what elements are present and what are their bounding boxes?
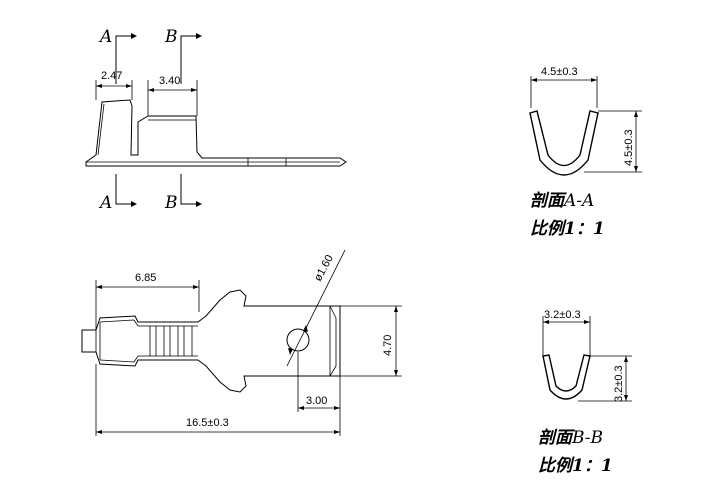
dim-leader-diameter xyxy=(286,249,346,367)
side-view: A B 2.47 3.40 A B xyxy=(85,27,347,213)
dim-16-5: 16.5±0.3 xyxy=(186,417,229,429)
dim-diameter: ø1.60 xyxy=(312,253,336,283)
section-aa: 4.5±0.3 4.5±0.3 剖面A-A 比例1：1 xyxy=(529,66,642,239)
dim-6-85: 6.85 xyxy=(135,272,156,284)
crimp-serrations xyxy=(149,326,193,356)
cut-line-a-top xyxy=(115,35,131,84)
section-bb: 3.2±0.3 3.2±0.3 剖面B-B 比例1：1 xyxy=(538,309,632,476)
section-marker-b-top: B xyxy=(164,27,178,47)
section-marker-a-bottom: A xyxy=(98,193,112,213)
cut-line-b-bottom xyxy=(180,174,196,205)
terminal-plan-outline xyxy=(81,289,341,393)
arrow-a-top xyxy=(131,33,137,39)
section-marker-a-top: A xyxy=(98,27,112,47)
section-bb-title: 剖面B-B xyxy=(538,428,603,448)
section-bb-u-profile xyxy=(542,354,591,400)
arrow-b-top xyxy=(196,33,202,39)
section-aa-scale: 比例1：1 xyxy=(530,219,605,239)
section-aa-title: 剖面A-A xyxy=(530,191,594,211)
cut-line-a-bottom xyxy=(115,174,131,205)
dim-2-47: 2.47 xyxy=(101,70,122,82)
dim-4-70: 4.70 xyxy=(382,335,394,356)
dim-bb-height: 3.2±0.3 xyxy=(613,365,625,402)
section-marker-b-bottom: B xyxy=(164,193,178,213)
dim-3-00: 3.00 xyxy=(306,395,327,407)
plan-view: 6.85 ø1.60 xyxy=(81,249,402,436)
dim-3-40: 3.40 xyxy=(159,75,180,87)
section-aa-u-profile xyxy=(529,110,599,176)
dim-bb-width: 3.2±0.3 xyxy=(544,309,581,321)
tab-hole xyxy=(286,328,310,352)
section-bb-scale: 比例1：1 xyxy=(538,456,613,476)
cut-line-b-top xyxy=(180,35,196,84)
dim-aa-height: 4.5±0.3 xyxy=(623,129,635,166)
dim-aa-width: 4.5±0.3 xyxy=(541,66,578,78)
terminal-side-profile xyxy=(85,99,347,167)
